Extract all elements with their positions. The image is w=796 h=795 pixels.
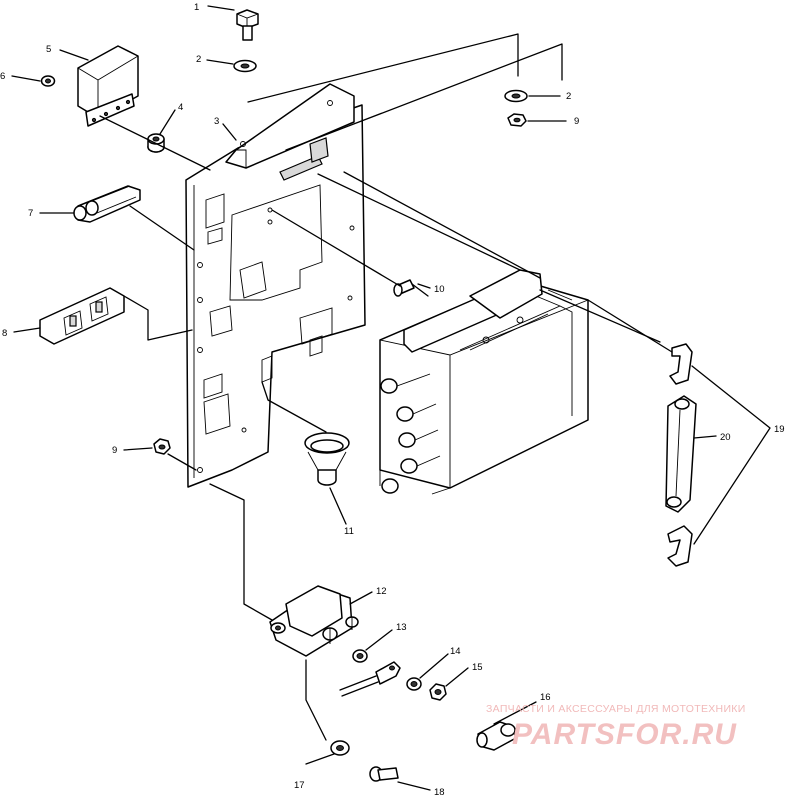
callout-4: 4 <box>178 102 183 113</box>
fuse-block <box>39 287 125 345</box>
callout-7: 7 <box>28 208 33 219</box>
battery-cable <box>339 661 401 697</box>
callout-2-upper: 2 <box>196 54 201 65</box>
callout-6: 6 <box>0 71 5 82</box>
washer-17 <box>330 740 350 756</box>
callout-17: 17 <box>294 780 305 791</box>
nut-15 <box>429 683 447 701</box>
grommet <box>304 432 350 486</box>
fuse-holder <box>73 185 141 223</box>
screw <box>369 766 399 782</box>
callout-1: 1 <box>194 2 199 13</box>
callout-12: 12 <box>376 586 387 597</box>
callout-18: 18 <box>434 787 445 795</box>
small-nut <box>40 75 56 87</box>
washer-14 <box>406 677 422 691</box>
bolt <box>236 9 259 41</box>
nut-left <box>153 438 171 455</box>
callout-16: 16 <box>540 692 551 703</box>
watermark-brand: PARTSFOR.RU <box>512 718 737 751</box>
callout-10: 10 <box>434 284 445 295</box>
callout-2-right: 2 <box>566 91 571 102</box>
mounting-plate <box>185 104 366 488</box>
callout-9-left: 9 <box>112 445 117 456</box>
strap-hook-lower <box>667 525 693 567</box>
battery-strap <box>665 395 697 513</box>
leader-lines <box>11 5 771 791</box>
strap-hook-upper <box>669 343 693 385</box>
watermark-caption: ЗАПЧАСТИ И АКСЕССУАРЫ ДЛЯ МОТОТЕХНИКИ <box>486 703 746 715</box>
callout-14: 14 <box>450 646 461 657</box>
solenoid <box>269 585 359 657</box>
relay <box>77 45 139 127</box>
callout-20: 20 <box>720 432 731 443</box>
callout-3: 3 <box>214 116 219 127</box>
callout-11: 11 <box>344 526 354 537</box>
top-bracket <box>225 83 355 181</box>
lock-washer <box>352 649 368 663</box>
battery-box <box>379 269 589 495</box>
watermark: ЗАПЧАСТИ И АКСЕССУАРЫ ДЛЯ МОТОТЕХНИКИ PA… <box>486 703 746 751</box>
callout-8: 8 <box>2 328 7 339</box>
callout-19: 19 <box>774 424 785 435</box>
callout-9-right: 9 <box>574 116 579 127</box>
callout-15: 15 <box>472 662 483 673</box>
terminal-boot <box>476 721 517 751</box>
callout-5: 5 <box>46 44 51 55</box>
pin <box>393 279 429 297</box>
washer-right <box>504 89 528 103</box>
washer-upper <box>233 59 257 73</box>
callout-13: 13 <box>396 622 407 633</box>
nut-right <box>507 113 527 127</box>
